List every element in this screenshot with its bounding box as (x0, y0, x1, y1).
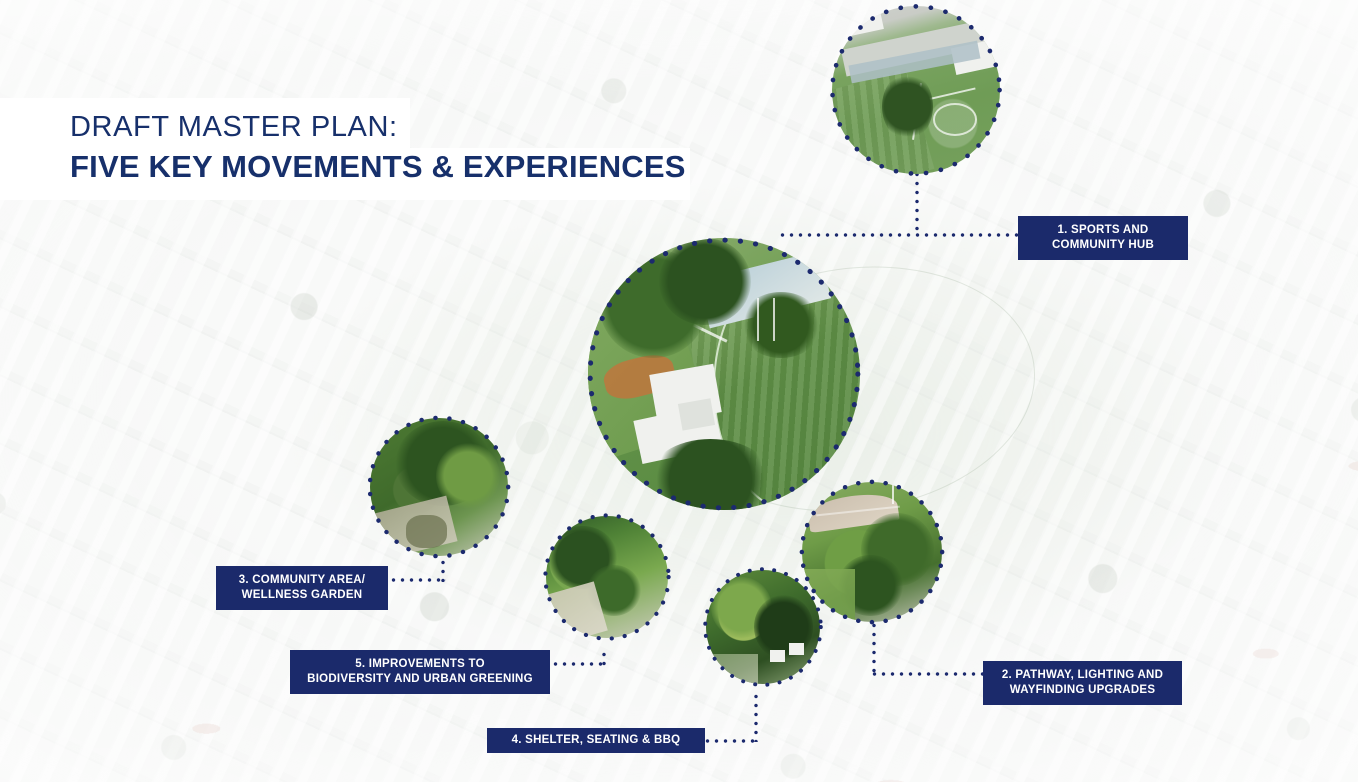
photo-main-goalpost-a (756, 297, 759, 342)
leader-1-horizontal (778, 233, 1024, 237)
inset-photo-main-oval-image (588, 238, 860, 510)
photo-wellness-scrub (405, 514, 448, 548)
leader-4-horizontal (676, 739, 758, 743)
callout-label-sports-and-community-hub[interactable]: 1. SPORTS AND COMMUNITY HUB (1018, 216, 1188, 260)
leader-5-horizontal (524, 662, 606, 666)
inset-photo-sports-hub[interactable] (830, 4, 1002, 176)
photo-shelter-lawn (712, 654, 759, 684)
leader-4-vertical (754, 692, 758, 742)
title-panel-lower: FIVE KEY MOVEMENTS & EXPERIENCES (0, 148, 690, 200)
inset-photo-main-oval[interactable] (587, 237, 861, 511)
inset-photo-sports-hub-image (832, 6, 1000, 174)
title-panel-upper: DRAFT MASTER PLAN: (0, 98, 410, 148)
inset-photo-biodiversity-image (546, 516, 668, 638)
leader-2-horizontal (870, 672, 992, 676)
photo-shelter-structure-b (789, 642, 805, 656)
callout-label-shelter-seating-bbq[interactable]: 4. SHELTER, SEATING & BBQ (487, 728, 705, 753)
photo-main-trees-ne (740, 292, 822, 358)
leader-2-vertical (872, 612, 876, 674)
photo-pathway-light-pole (891, 484, 894, 505)
photo-sports-trees (882, 73, 933, 141)
photo-main-trees-n (658, 238, 752, 326)
page-title-line1: DRAFT MASTER PLAN: (70, 111, 398, 143)
leader-5-vertical (602, 650, 606, 666)
callout-label-biodiversity-and-urban-greening[interactable]: 5. IMPROVEMENTS TO BIODIVERSITY AND URBA… (290, 650, 550, 694)
inset-photo-wellness-garden[interactable] (367, 415, 511, 559)
leader-3-horizontal (362, 578, 446, 582)
photo-main-goalpost-b (772, 297, 775, 342)
inset-photo-biodiversity[interactable] (543, 513, 671, 641)
photo-sports-court-line-a (926, 87, 977, 102)
callout-label-pathway-lighting-wayfinding-upgrades[interactable]: 2. PATHWAY, LIGHTING AND WAYFINDING UPGR… (983, 661, 1182, 705)
photo-shelter-structure-a (769, 649, 785, 663)
leader-1-vertical (915, 170, 919, 235)
inset-photo-wellness-garden-image (370, 418, 508, 556)
photo-sports-court-circle (932, 103, 978, 136)
inset-photo-pathway-image (802, 482, 942, 622)
photo-pathway-lawn (802, 568, 856, 622)
leader-3-vertical (441, 540, 445, 582)
callout-label-community-area-wellness-garden[interactable]: 3. COMMUNITY AREA/ WELLNESS GARDEN (216, 566, 388, 610)
page-title-line2: FIVE KEY MOVEMENTS & EXPERIENCES (70, 149, 686, 184)
photo-main-trees-s (647, 439, 773, 510)
inset-photo-pathway[interactable] (799, 479, 945, 625)
title-block: DRAFT MASTER PLAN: FIVE KEY MOVEMENTS & … (0, 98, 690, 200)
